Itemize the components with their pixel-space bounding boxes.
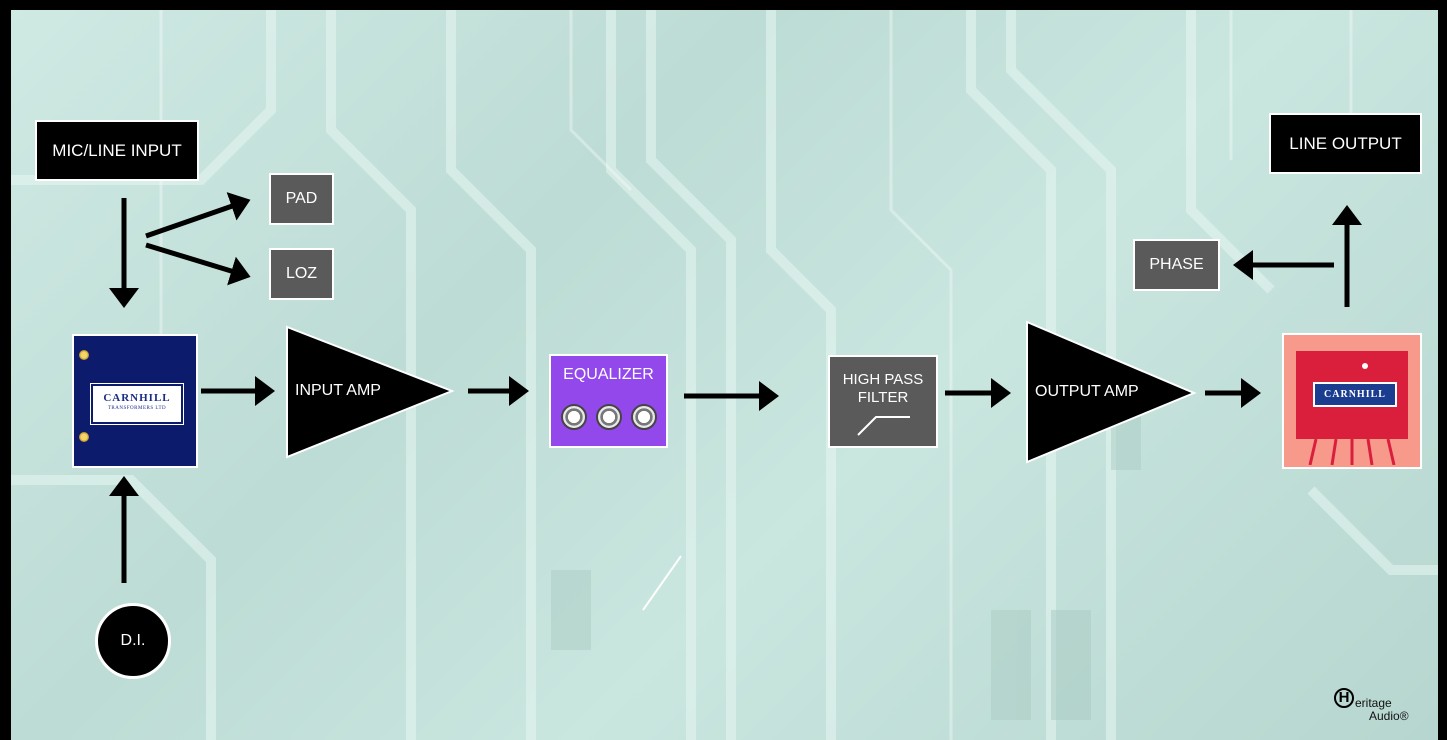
output-amp-triangle (1026, 320, 1197, 464)
phase-label: PHASE (1149, 256, 1204, 273)
mic-line-input-block: MIC/LINE INPUT (35, 120, 199, 181)
di-input-circle: D.I. (95, 603, 171, 679)
circuit-traces (11, 10, 1438, 740)
transformer-wires (1308, 439, 1396, 465)
screw-icon (79, 432, 89, 442)
input-transformer-brand: CARNHILL (103, 392, 171, 404)
signal-flow-arrows (109, 192, 1362, 583)
line-output-block: LINE OUTPUT (1269, 113, 1422, 174)
high-pass-filter-label-line2: FILTER (857, 389, 909, 406)
logo-text-line1: eritage (1355, 696, 1392, 710)
line-output-label: LINE OUTPUT (1289, 133, 1402, 153)
eq-knob-icon (631, 404, 657, 430)
input-transformer: CARNHILL TRANSFORMERS LTD (72, 334, 198, 468)
phase-block: PHASE (1133, 239, 1220, 291)
high-pass-curve-icon (857, 416, 910, 436)
input-amp-triangle (286, 325, 455, 459)
loz-block: LOZ (269, 248, 334, 300)
pad-block: PAD (269, 173, 334, 225)
eq-knob-icon (561, 404, 587, 430)
di-label: D.I. (120, 632, 146, 649)
eq-knob-icon (596, 404, 622, 430)
output-transformer: CARNHILL (1282, 333, 1422, 469)
equalizer-label: EQUALIZER (563, 366, 654, 383)
input-transformer-subtitle: TRANSFORMERS LTD (107, 406, 167, 411)
output-amp-label: OUTPUT AMP (1035, 383, 1139, 400)
input-amp-label: INPUT AMP (295, 382, 381, 399)
pad-label: PAD (285, 190, 318, 207)
screw-icon (79, 350, 89, 360)
equalizer-block: EQUALIZER (549, 354, 668, 448)
input-transformer-label: CARNHILL TRANSFORMERS LTD (90, 383, 184, 425)
loz-label: LOZ (285, 265, 318, 282)
logo-mark: H (1334, 688, 1354, 708)
logo-text-line2: Audio® (1369, 709, 1409, 723)
heritage-audio-logo: H eritage Audio® (1334, 688, 1424, 728)
high-pass-filter-label-line1: HIGH PASS (842, 371, 924, 388)
high-pass-filter-block: HIGH PASS FILTER (828, 355, 938, 448)
mic-line-input-label: MIC/LINE INPUT (52, 140, 182, 160)
arrow-icon (145, 242, 251, 286)
circuit-board-background: MIC/LINE INPUT PAD LOZ LINE OUTPUT PHASE… (11, 10, 1438, 740)
output-transformer-brand: CARNHILL (1313, 382, 1397, 407)
mount-hole-icon (1362, 363, 1368, 369)
arrow-icon (145, 192, 251, 239)
